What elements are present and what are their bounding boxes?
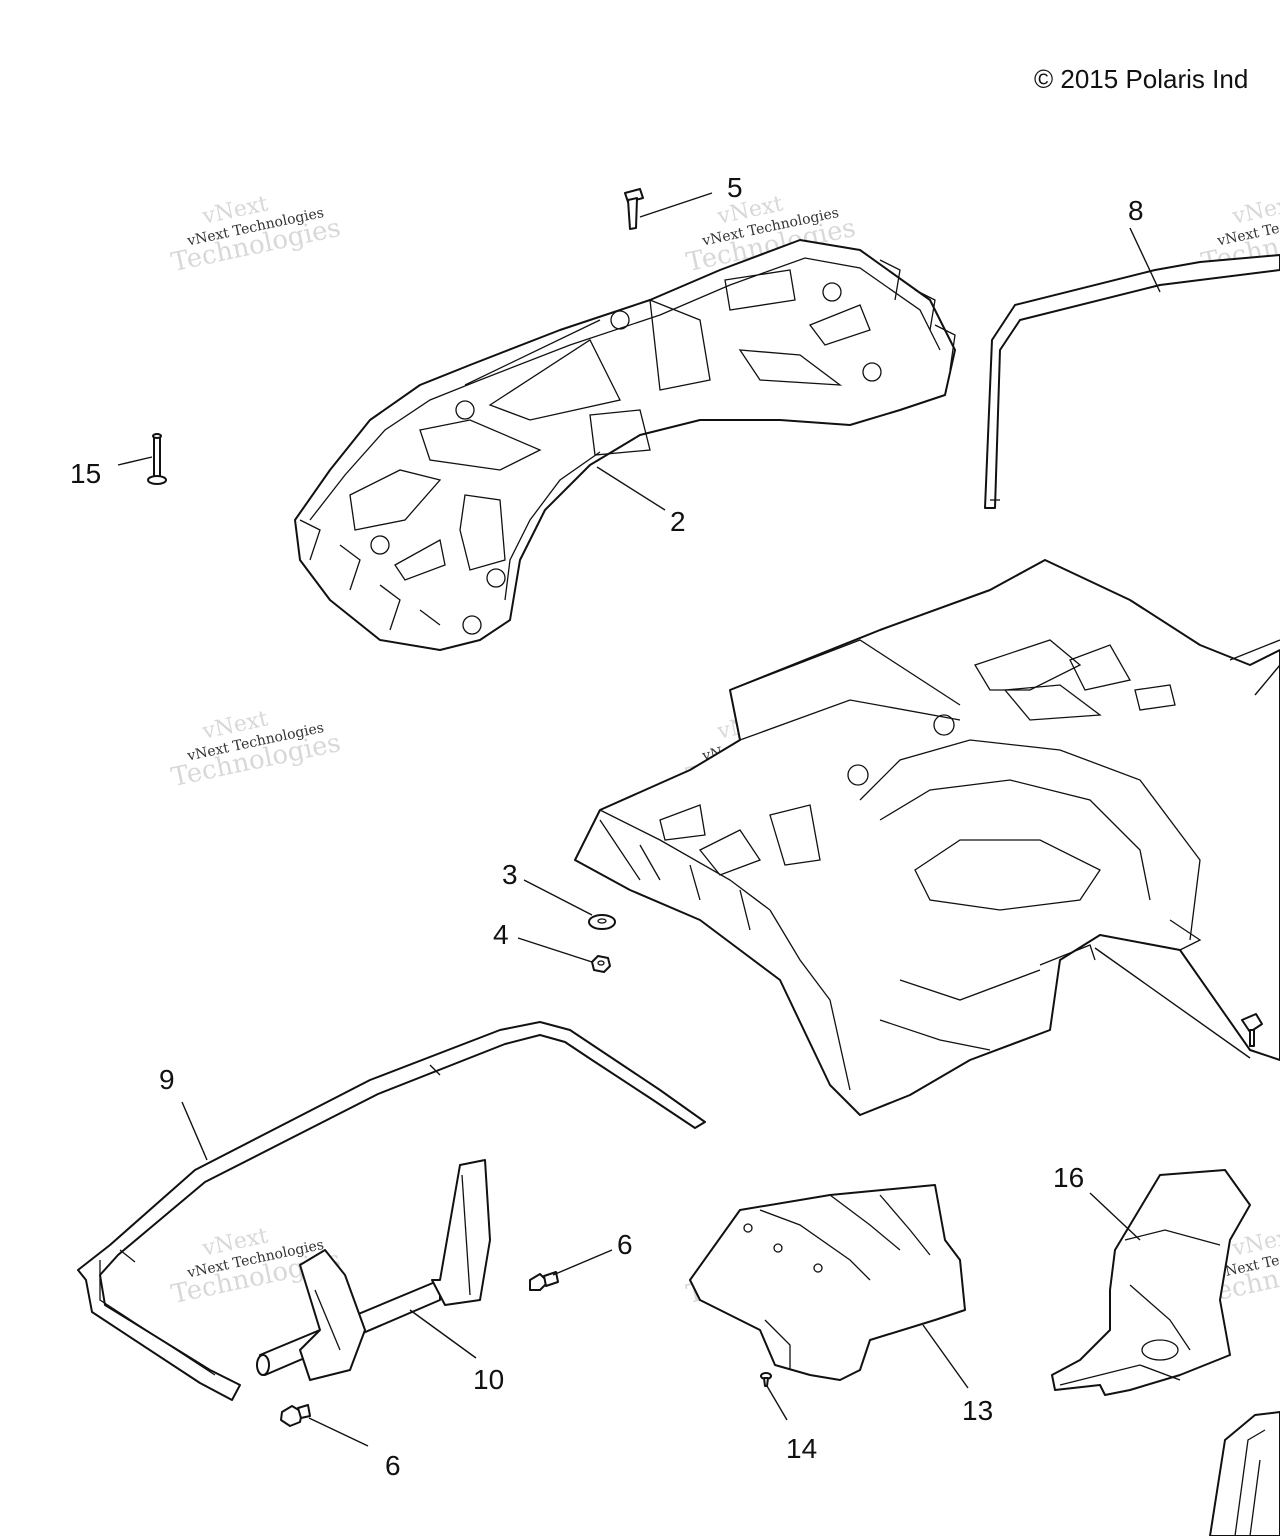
callout-13: 13 (962, 1395, 993, 1426)
callout-14: 14 (786, 1433, 817, 1464)
leader-fender (1254, 664, 1280, 696)
mud-guard-16 (1051, 1169, 1251, 1396)
leader-6-upper (552, 1249, 613, 1276)
leader-15 (117, 456, 153, 466)
leader-8 (1129, 227, 1161, 293)
washer-3 (588, 914, 616, 930)
leader-2 (596, 466, 666, 511)
leader-9 (181, 1101, 208, 1161)
callout-15: 15 (70, 458, 101, 489)
leader-lines (117, 192, 1280, 1447)
copyright-notice: © 2015 Polaris Ind (1034, 64, 1249, 94)
bolt-6-lower (280, 1404, 311, 1427)
rear-rack-part (294, 239, 956, 651)
leader-fastener (1094, 947, 1251, 1059)
screw-14 (760, 1372, 772, 1387)
callout-16: 16 (1053, 1162, 1084, 1193)
callout-10: 10 (473, 1364, 504, 1395)
callout-3: 3 (502, 859, 518, 890)
mud-guard-13 (689, 1184, 966, 1381)
leader-5 (639, 192, 713, 218)
bolt-5 (624, 188, 644, 230)
watermark-4: vNext vNext Technologies Technologies (169, 706, 344, 793)
callout-5: 5 (727, 172, 743, 203)
leader-10 (409, 1309, 477, 1359)
partial-part-bottom-right (1209, 1411, 1280, 1536)
bolt-6-upper (529, 1271, 559, 1291)
leader-6-lower (308, 1417, 369, 1447)
callout-6-lower: 6 (385, 1450, 401, 1481)
callout-4: 4 (493, 919, 509, 950)
bracket-10 (256, 1159, 491, 1381)
callout-6-upper: 6 (617, 1229, 633, 1260)
callout-9: 9 (159, 1064, 175, 1095)
tube-frame-9 (77, 1021, 706, 1401)
leader-3 (523, 879, 593, 916)
leader-4 (517, 937, 593, 963)
callout-labels: 5 8 15 2 3 4 9 6 10 13 14 16 6 (70, 172, 1144, 1481)
nut-4 (591, 955, 611, 973)
callout-2: 2 (670, 506, 686, 537)
leader-13 (922, 1324, 969, 1389)
leader-14 (766, 1385, 788, 1421)
leader-16 (1089, 1192, 1141, 1241)
push-pin-fastener (1241, 1013, 1263, 1047)
callout-8: 8 (1128, 195, 1144, 226)
bolt-15 (147, 433, 167, 485)
rear-fender-body (574, 559, 1280, 1116)
watermark-1: vNext vNext Technologies Technologies (169, 191, 344, 278)
tube-frame-8 (984, 254, 1280, 509)
